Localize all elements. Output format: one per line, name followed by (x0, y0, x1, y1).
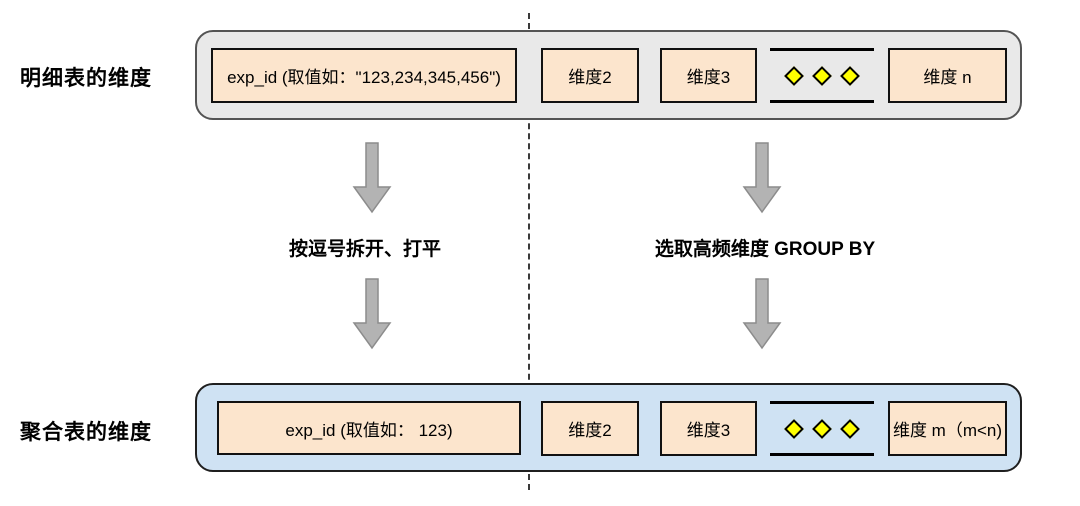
diamond-icon (784, 65, 804, 86)
down-arrow-icon (742, 142, 782, 214)
group-by-label: 选取高频维度 GROUP BY (654, 239, 876, 260)
aggregate-ellipsis-cell (770, 401, 874, 456)
diamond-icon (784, 418, 804, 439)
diamond-icon (812, 418, 832, 439)
detail-row-label: 明细表的维度 (20, 67, 152, 90)
diamond-icon (812, 65, 832, 86)
vertical-dashed-divider (528, 13, 530, 490)
split-flatten-label: 按逗号拆开、打平 (288, 239, 441, 260)
down-arrow-icon (742, 278, 782, 350)
down-arrow-icon (352, 278, 392, 350)
detail-dim-n-box: 维度 n (888, 48, 1007, 103)
detail-dim2-box: 维度2 (541, 48, 639, 103)
aggregate-row-label: 聚合表的维度 (20, 421, 152, 444)
aggregate-dim3-box: 维度3 (660, 401, 757, 456)
aggregate-dimensions-container: exp_id (取值如： 123) 维度2 维度3 维度 m（m<n) (195, 383, 1022, 472)
down-arrow-icon (352, 142, 392, 214)
detail-exp-id-box: exp_id (取值如："123,234,345,456") (211, 48, 517, 103)
diamond-icon (840, 418, 860, 439)
detail-dim3-box: 维度3 (660, 48, 757, 103)
detail-dimensions-container: exp_id (取值如："123,234,345,456") 维度2 维度3 维… (195, 30, 1022, 120)
aggregate-dim2-box: 维度2 (541, 401, 639, 456)
detail-ellipsis-cell (770, 48, 874, 103)
diamond-icon (840, 65, 860, 86)
aggregate-dim-m-box: 维度 m（m<n) (888, 401, 1007, 456)
aggregate-exp-id-box: exp_id (取值如： 123) (217, 401, 521, 455)
